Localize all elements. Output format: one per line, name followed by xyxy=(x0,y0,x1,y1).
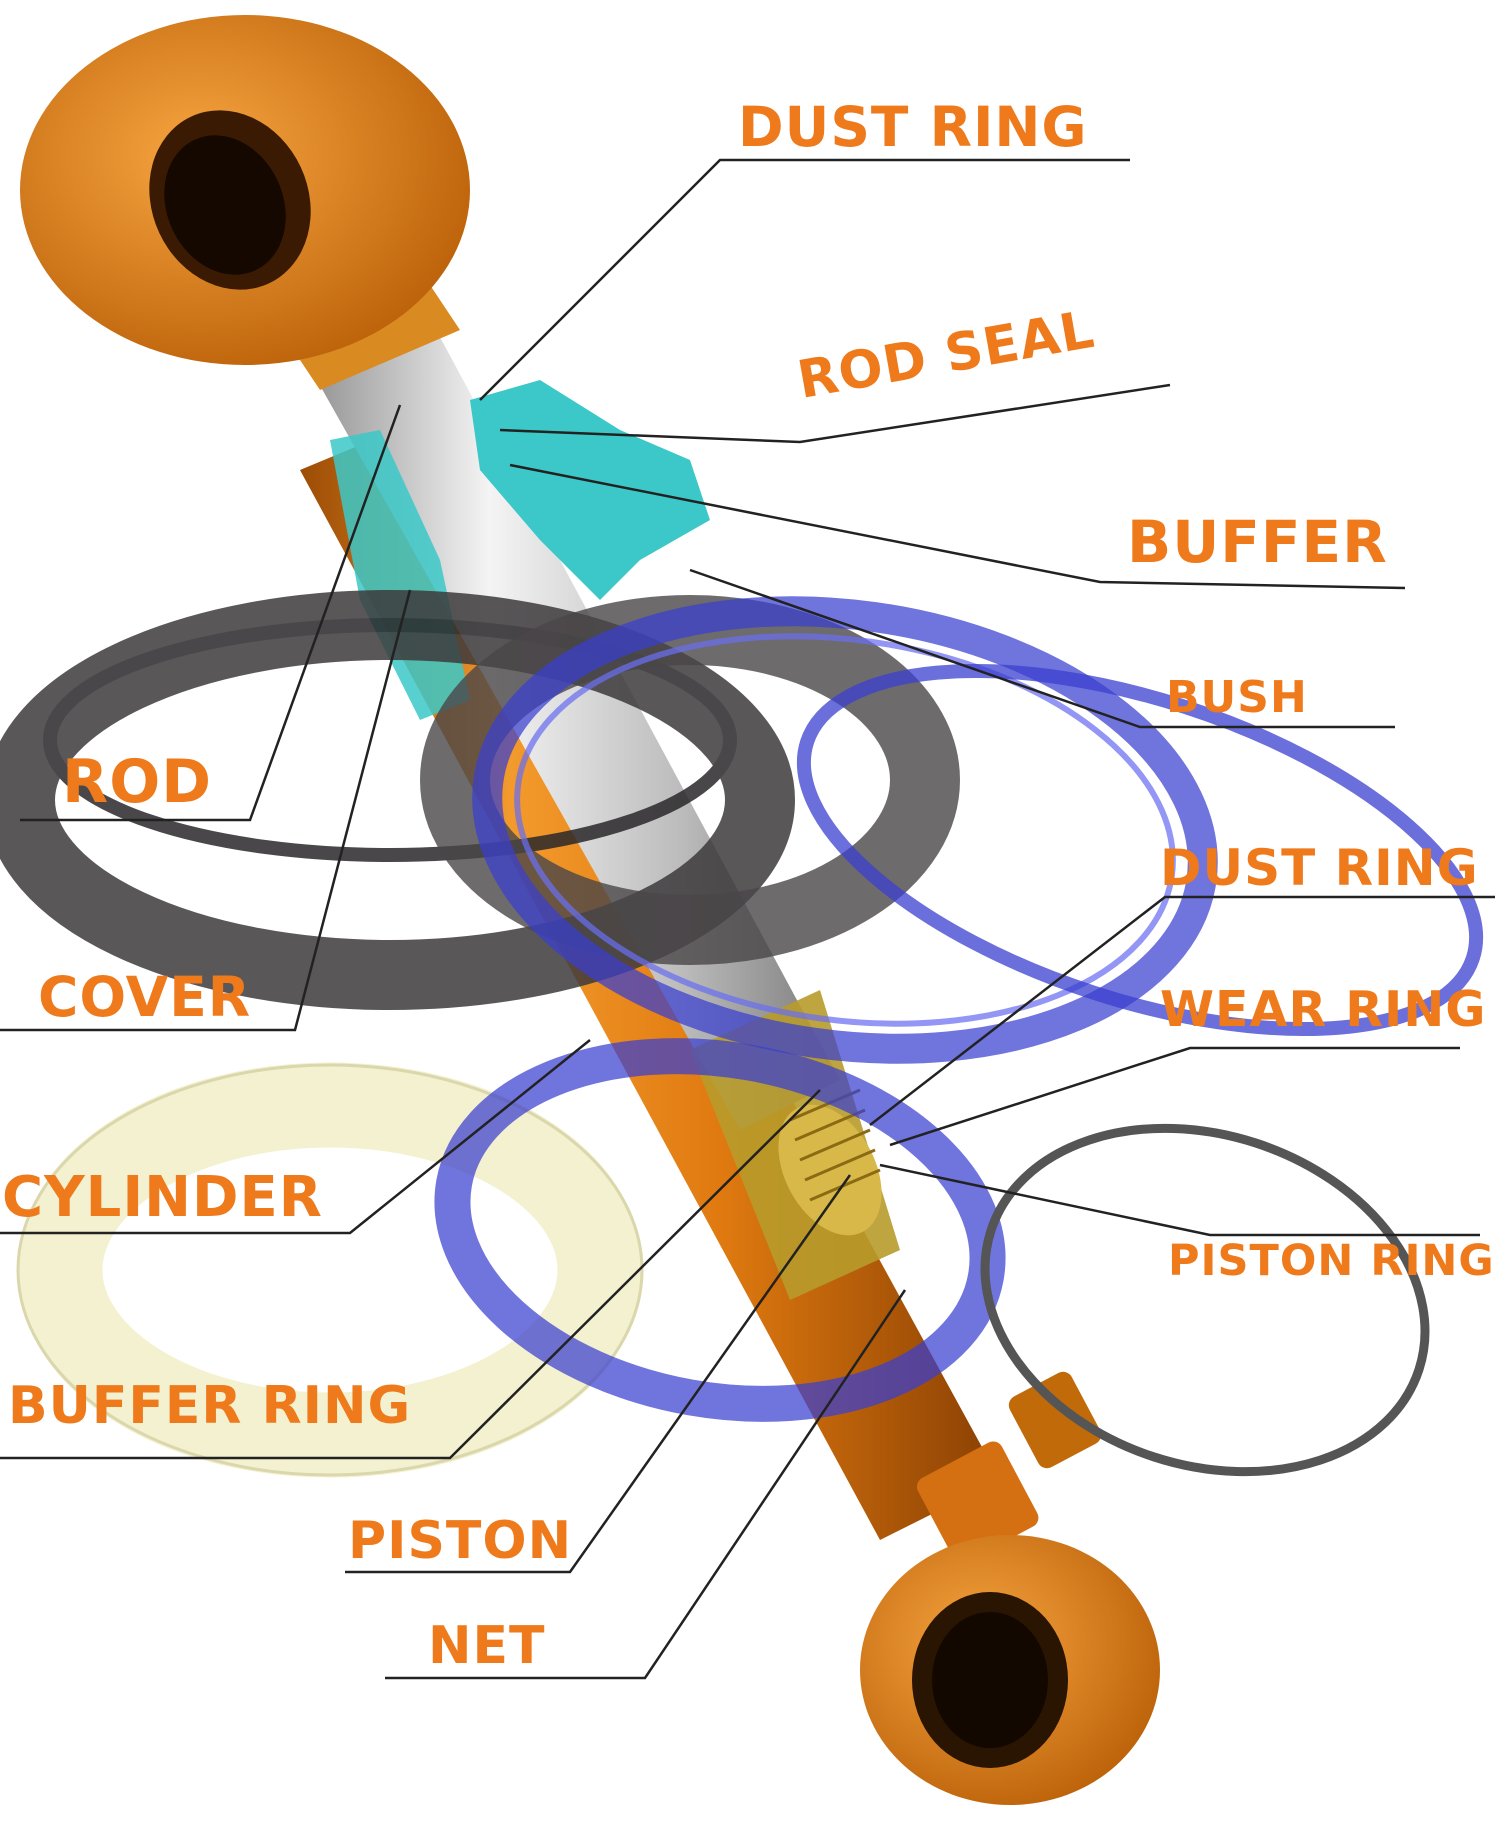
leader-net xyxy=(385,1289,907,1680)
dark-guide-ring xyxy=(0,590,795,1010)
label-piston-ring: PISTON RING xyxy=(1168,1236,1495,1286)
label-piston: PISTON xyxy=(348,1511,573,1571)
leader-buffer-ring xyxy=(0,1089,821,1460)
blue-dust-ring-large xyxy=(472,596,1218,1064)
grey-piston-ring xyxy=(980,1123,1430,1477)
blue-thin-ring xyxy=(796,663,1484,1037)
label-bush: BUSH xyxy=(1166,672,1308,723)
leader-cylinder xyxy=(0,1039,591,1235)
label-dust-ring-top: DUST RING xyxy=(738,95,1088,159)
leader-rod-seal xyxy=(499,383,1171,444)
leader-dust-ring-right xyxy=(869,895,1495,1126)
label-rod: ROD xyxy=(62,747,213,817)
label-dust-ring-right: DUST RING xyxy=(1160,839,1479,897)
label-cover: COVER xyxy=(38,965,252,1029)
label-net: NET xyxy=(428,1616,546,1676)
leader-dust-ring-top xyxy=(479,158,1130,401)
rod-eye-top xyxy=(20,15,470,390)
leader-lines xyxy=(0,158,1495,1680)
label-cylinder: CYLINDER xyxy=(2,1165,323,1230)
leader-piston-ring xyxy=(879,1163,1480,1237)
leader-piston xyxy=(345,1174,852,1574)
leader-rod xyxy=(20,404,402,822)
label-buffer: BUFFER xyxy=(1127,508,1388,576)
label-wear-ring: WEAR RING xyxy=(1160,981,1487,1038)
leader-wear-ring xyxy=(889,1046,1460,1147)
label-buffer-ring: BUFFER RING xyxy=(8,1376,412,1436)
leader-bush xyxy=(689,568,1395,729)
cream-buffer-ring xyxy=(16,1062,644,1478)
leader-cover xyxy=(0,589,412,1032)
leader-buffer xyxy=(509,463,1406,590)
